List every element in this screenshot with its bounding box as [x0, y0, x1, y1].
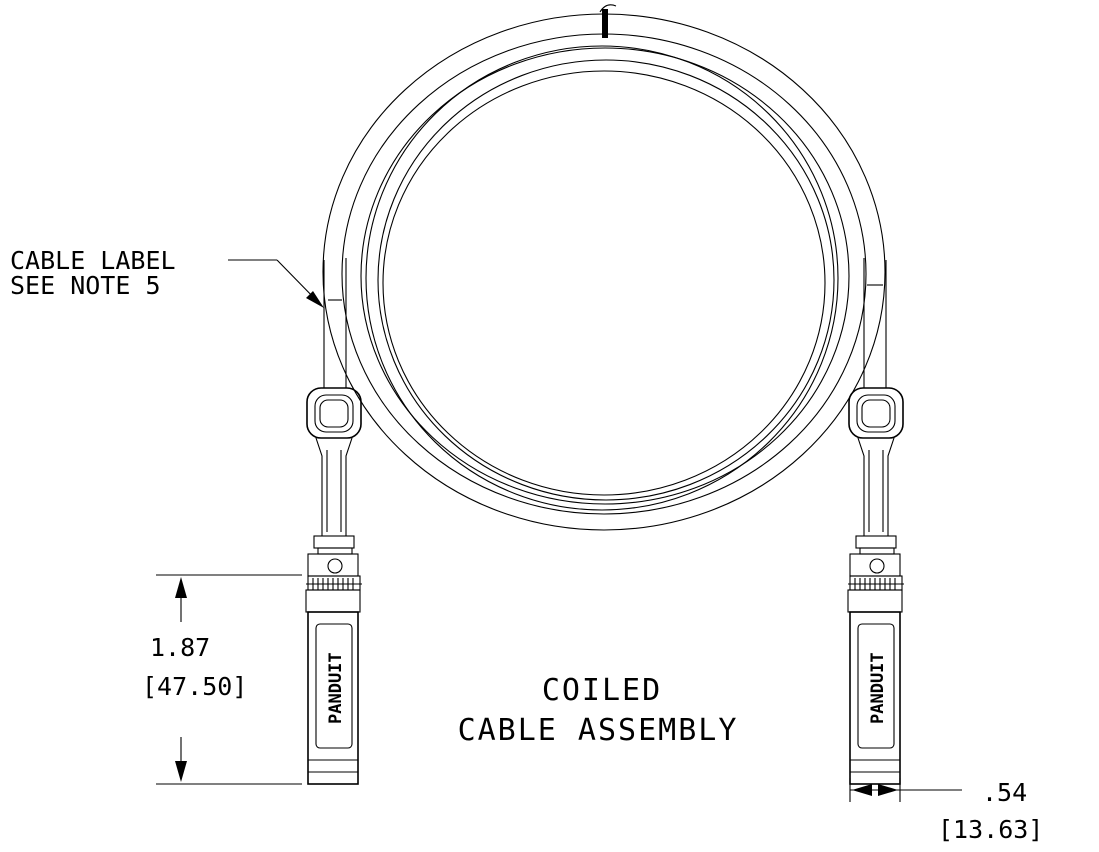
- drawing-title-line1: COILED: [542, 673, 662, 708]
- height-dimension-inch: 1.87: [150, 633, 210, 662]
- cable-leg-left: [323, 258, 347, 388]
- drawing-title-line2: CABLE ASSEMBLY: [458, 713, 739, 748]
- width-dimension-mm: [13.63]: [938, 815, 1043, 844]
- width-dimension: [849, 778, 962, 802]
- cable-tie: [599, 4, 617, 38]
- cable-label-callout-line1: CABLE LABEL: [10, 246, 176, 275]
- height-dimension-mm: [47.50]: [142, 672, 247, 701]
- panduit-logo-left: PANDUIT: [326, 652, 346, 724]
- sfp-connector-right: [847, 387, 904, 785]
- cable-label-callout-line2: SEE NOTE 5: [10, 271, 161, 300]
- cable-leg-right: [863, 258, 887, 388]
- cable-coil: [322, 13, 886, 531]
- panduit-logo-right: PANDUIT: [868, 652, 888, 724]
- height-dimension: [156, 574, 302, 785]
- cable-label-leader: [228, 259, 324, 308]
- sfp-connector-left: [305, 387, 362, 785]
- width-dimension-inch: .54: [982, 778, 1027, 807]
